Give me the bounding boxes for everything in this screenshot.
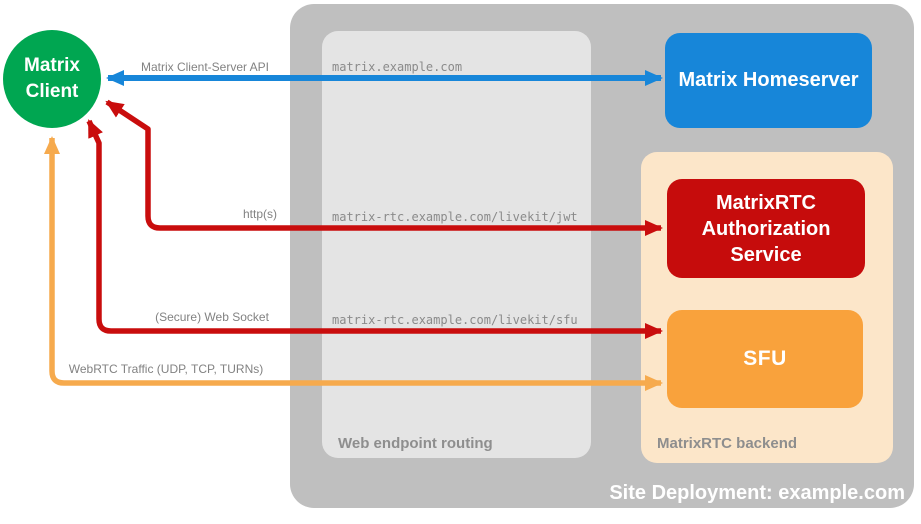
web-socket-arrow-label: (Secure) Web Socket (155, 310, 269, 324)
endpoint-livekit-sfu: matrix-rtc.example.com/livekit/sfu (332, 313, 578, 327)
matrixrtc-backend-label: MatrixRTC backend (657, 435, 798, 452)
https-arrow-label: http(s) (242, 207, 278, 221)
matrix-client-label: Matrix Client (24, 55, 80, 102)
matrixrtc-authorization-service-node: MatrixRTC Authorization Service (667, 179, 865, 278)
matrix-homeserver-node: Matrix Homeserver (665, 33, 872, 128)
client-server-api-arrow-label: Matrix Client-Server API (140, 60, 270, 74)
endpoint-matrix-example-com: matrix.example.com (332, 60, 463, 74)
matrixrtc-authorization-service-label: MatrixRTC Authorization Service (701, 191, 831, 266)
web-endpoint-routing-container (322, 31, 591, 458)
endpoint-livekit-jwt: matrix-rtc.example.com/livekit/jwt (332, 210, 578, 224)
web-endpoint-routing-label: Web endpoint routing (338, 435, 493, 452)
matrix-client-node: Matrix Client (3, 30, 101, 128)
matrix-homeserver-label: Matrix Homeserver (678, 69, 859, 91)
sfu-node: SFU (667, 310, 863, 408)
sfu-label: SFU (743, 347, 787, 370)
site-deployment-label: Site Deployment: example.com (609, 482, 905, 504)
webrtc-traffic-arrow-label: WebRTC Traffic (UDP, TCP, TURNs) (68, 362, 264, 376)
